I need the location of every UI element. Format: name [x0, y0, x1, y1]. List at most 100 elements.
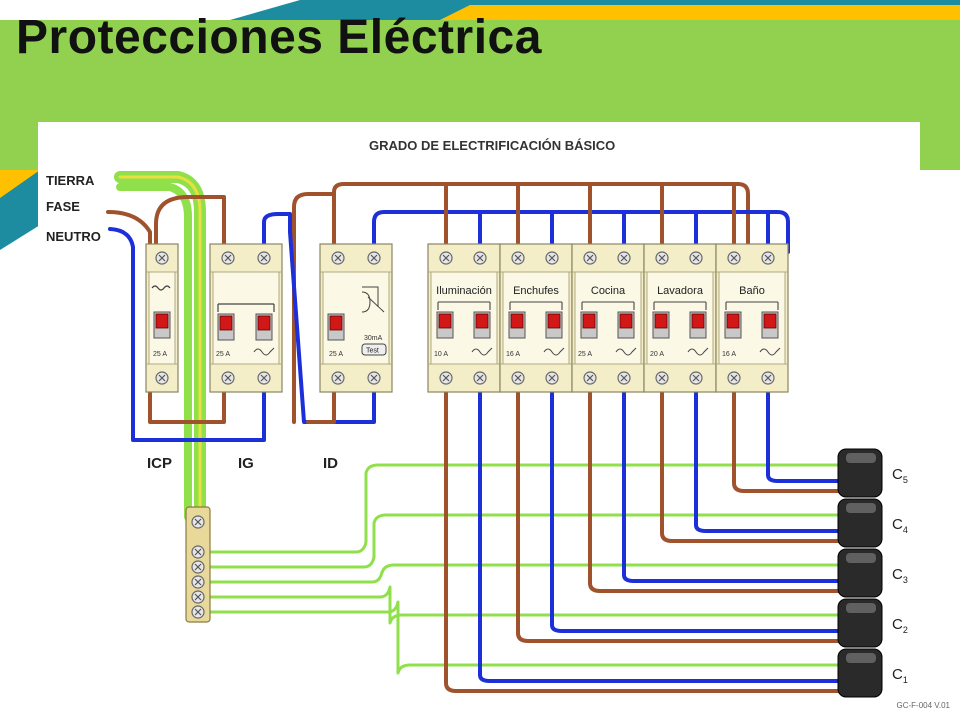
circuit-name: Enchufes — [513, 285, 559, 297]
screw-slot — [658, 374, 666, 382]
circuit-link-symbol — [581, 301, 635, 310]
yellow-accent-top — [440, 5, 960, 20]
neutral-output-wire — [550, 388, 840, 633]
slide-title: Protecciones Eléctrica — [16, 11, 542, 64]
neutral-bus-top — [372, 210, 790, 259]
breaker-lever — [691, 313, 705, 329]
screw-slot — [370, 254, 378, 262]
screw-slot — [692, 374, 700, 382]
breaker-lever — [619, 313, 633, 329]
breaker-lever — [763, 313, 777, 329]
output-label-sub: 3 — [903, 575, 908, 585]
screw-slot — [692, 254, 700, 262]
cable-highlight — [846, 503, 876, 513]
cable-highlight — [846, 553, 876, 563]
output-label-sub: 4 — [903, 525, 908, 535]
phase-output-wire — [444, 388, 840, 693]
breaker-lever — [547, 313, 561, 329]
id-test-label: Test — [366, 348, 379, 355]
icp-module: 25 A — [145, 243, 179, 393]
screw-slot — [514, 374, 522, 382]
output-label-sub: 5 — [903, 475, 908, 485]
cable-highlight — [846, 603, 876, 613]
screw-slot — [194, 578, 202, 586]
screw-slot — [370, 374, 378, 382]
circuit-curve-symbol — [759, 347, 781, 356]
ig-link-symbol — [217, 303, 275, 312]
output-cable: C1 — [837, 648, 908, 698]
screw-slot — [260, 254, 268, 262]
circuit-link-symbol — [725, 301, 779, 310]
screw-slot — [158, 374, 166, 382]
label-id: ID — [323, 455, 338, 472]
yellow-accent-left — [0, 170, 40, 198]
screw-slot — [620, 254, 628, 262]
screw-slot — [764, 254, 772, 262]
breaker-lever — [582, 313, 596, 329]
breaker-lever — [155, 313, 169, 329]
breaker-lever — [219, 315, 233, 331]
circuit-name: Cocina — [591, 285, 626, 297]
footer-code: GC-F-004 V.01 — [896, 701, 950, 710]
earth-terminal-bar — [185, 506, 211, 623]
screw-slot — [476, 254, 484, 262]
circuit-link-symbol — [509, 301, 563, 310]
label-icp: ICP — [147, 455, 172, 472]
screw-slot — [730, 374, 738, 382]
circuit-module: Enchufes 16 A — [499, 243, 573, 393]
screw-slot — [620, 374, 628, 382]
screw-slot — [548, 374, 556, 382]
circuit-link-symbol — [437, 301, 491, 310]
circuit-curve-symbol — [687, 347, 709, 356]
id-test-button — [361, 343, 387, 356]
screw-slot — [224, 374, 232, 382]
circuit-rating: 25 A — [578, 351, 592, 358]
screw-slot — [548, 254, 556, 262]
phase-output-wire — [588, 388, 840, 593]
earth-output-wire — [206, 463, 840, 554]
label-tierra: TIERRA — [46, 173, 95, 188]
neutral-incoming — [108, 227, 266, 442]
label-fase: FASE — [46, 199, 80, 214]
neutral-ig-id — [262, 212, 376, 424]
cable-highlight — [846, 453, 876, 463]
screw-slot — [334, 374, 342, 382]
screw-slot — [194, 593, 202, 601]
earth-output-wire — [206, 513, 840, 569]
id-symbol — [361, 286, 385, 313]
breaker-lever — [726, 313, 740, 329]
screw-slot — [334, 254, 342, 262]
circuit-rating: 16 A — [506, 351, 520, 358]
output-cable: C5 — [837, 448, 908, 498]
breaker-lever — [654, 313, 668, 329]
ig-module: 25 A — [209, 243, 283, 393]
neutral-output-wire — [766, 388, 840, 483]
circuit-curve-symbol — [543, 347, 565, 356]
breaker-lever — [257, 315, 271, 331]
screw-slot — [442, 374, 450, 382]
screw-slot — [658, 254, 666, 262]
screw-slot — [194, 518, 202, 526]
earth-output-wire — [206, 600, 840, 675]
circuit-module: Cocina 25 A — [571, 243, 645, 393]
neutral-output-wire — [622, 388, 840, 583]
earth-main-stripe — [118, 175, 202, 519]
circuit-rating: 20 A — [650, 351, 664, 358]
phase-output-wire — [660, 388, 840, 543]
screw-slot — [194, 563, 202, 571]
circuit-curve-symbol — [615, 347, 637, 356]
circuit-link-symbol — [653, 301, 707, 310]
phase-bus-top — [332, 182, 750, 259]
phase-output-wire — [516, 388, 840, 643]
circuit-name: Iluminación — [436, 285, 492, 297]
id-sensitivity: 30mA — [364, 335, 383, 342]
circuit-curve-symbol — [471, 347, 493, 356]
output-cable: C2 — [837, 598, 908, 648]
icp-rating: 25 A — [153, 351, 167, 358]
screw-slot — [224, 254, 232, 262]
screw-slot — [194, 548, 202, 556]
